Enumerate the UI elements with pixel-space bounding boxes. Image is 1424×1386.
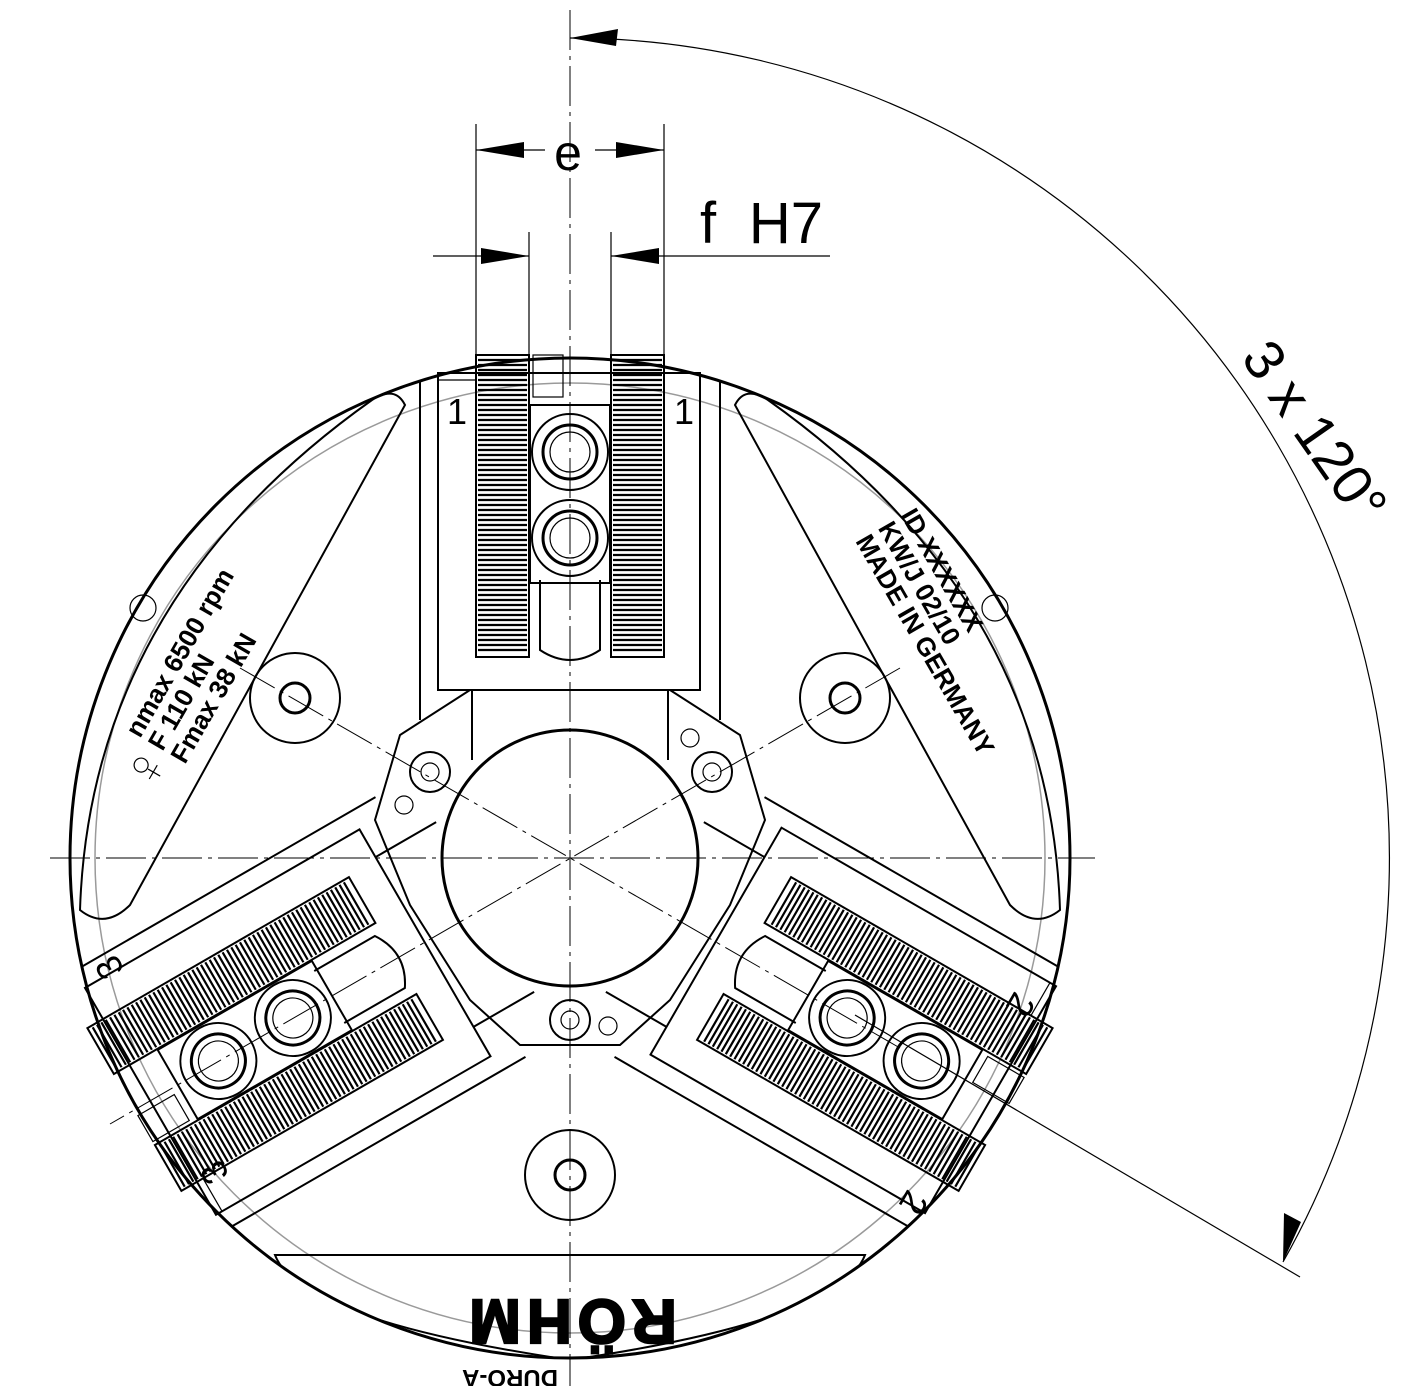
- balance-symbol-icon: [133, 757, 161, 780]
- product-name: DURO-A: [462, 1364, 558, 1386]
- dimension-f: f H7: [433, 191, 830, 355]
- brand-name: RÖHM: [463, 1286, 676, 1355]
- dimension-angle: 3 x 120°: [569, 29, 1400, 1263]
- jaw-3-number-upper: 3: [86, 949, 132, 987]
- dimension-f-label: f: [700, 191, 717, 256]
- jaw-1-number-left: 1: [447, 391, 467, 432]
- jaw-2-number-upper: 2: [998, 986, 1044, 1024]
- jaw-1-number-right: 1: [674, 391, 694, 432]
- mounting-bolts: [129, 594, 1009, 1221]
- center-lines: [50, 10, 1301, 1386]
- brand-logo: RÖHM DURO-A: [462, 1285, 678, 1386]
- dimension-f-tolerance: H7: [749, 191, 823, 256]
- dimension-e: e: [475, 124, 665, 355]
- jaw-2-number-lower: 2: [891, 1184, 937, 1222]
- dimension-e-label: e: [554, 125, 582, 181]
- angle-label: 3 x 120°: [1230, 329, 1400, 534]
